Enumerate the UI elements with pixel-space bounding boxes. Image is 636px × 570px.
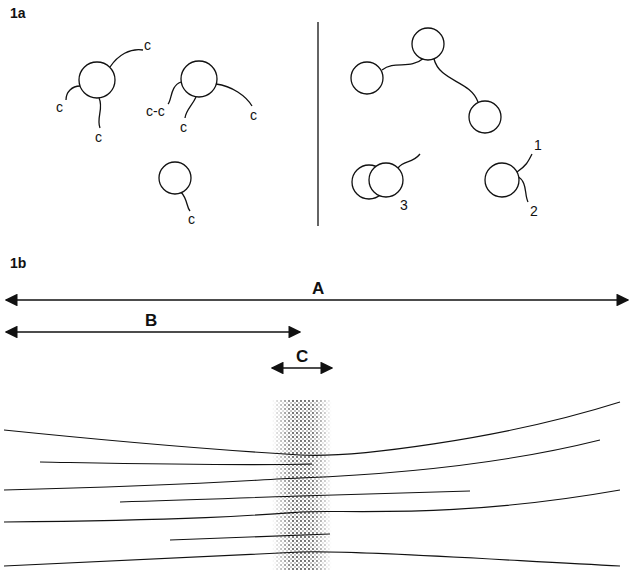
dimension-arrows <box>6 300 628 368</box>
callout-number: 2 <box>530 204 538 218</box>
callout-number: 3 <box>400 198 408 212</box>
dimension-label: B <box>145 312 157 329</box>
chain-end-label: c <box>56 100 63 114</box>
molecules <box>66 22 532 226</box>
chain-end-label: c <box>250 108 257 122</box>
callout-number: 1 <box>534 138 542 152</box>
chain-end-label: c <box>188 212 195 226</box>
figure-label: 1a <box>10 6 26 20</box>
chain-end-label: c <box>144 38 151 52</box>
dimension-label: C <box>296 348 308 365</box>
dimension-label: A <box>312 280 324 297</box>
stippled-band <box>272 400 332 570</box>
fibers <box>4 402 620 566</box>
figure-label: 1b <box>10 256 26 270</box>
chain-end-label: c <box>95 130 102 144</box>
chain-end-label: c <box>180 120 187 134</box>
chain-end-label: c-c <box>146 104 165 118</box>
